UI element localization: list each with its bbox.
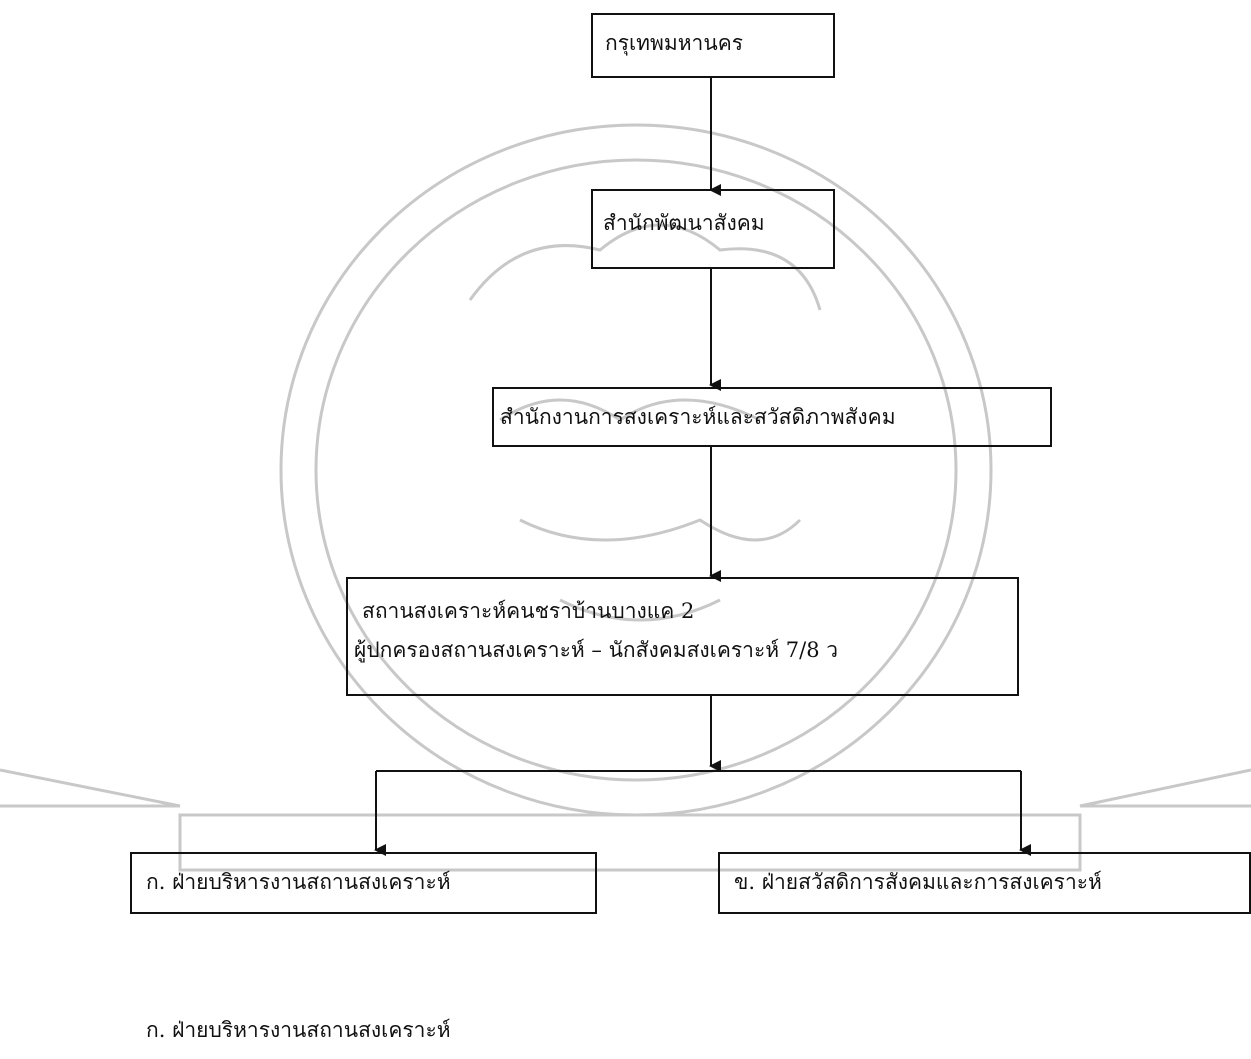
node-branch-welfare: ข. ฝ่ายสวัสดิการสังคมและการสงเคราะห์ (718, 852, 1251, 914)
node-elderly-home: สถานสงเคราะห์คนชราบ้านบางแค 2 ผู้ปกครองส… (346, 577, 1019, 696)
node-bangkok-label: กรุเทพมหานคร (605, 31, 744, 55)
node-social-development-office: สำนักพัฒนาสังคม (591, 189, 835, 269)
node-elderly-home-line1: สถานสงเคราะห์คนชราบ้านบางแค 2 (362, 599, 695, 623)
section-heading: ก. ฝ่ายบริหารงานสถานสงเคราะห์ (146, 1018, 451, 1042)
node-bangkok: กรุเทพมหานคร (591, 13, 835, 78)
node-welfare-office: สำนักงานการสงเคราะห์และสวัสดิภาพสังคม (492, 387, 1052, 447)
node-branch-welfare-label: ข. ฝ่ายสวัสดิการสังคมและการสงเคราะห์ (734, 870, 1102, 894)
node-welfare-office-label: สำนักงานการสงเคราะห์และสวัสดิภาพสังคม (500, 405, 896, 429)
node-elderly-home-line2: ผู้ปกครองสถานสงเคราะห์ – นักสังคมสงเคราะ… (354, 638, 839, 663)
node-social-development-label: สำนักพัฒนาสังคม (603, 211, 765, 235)
node-branch-administration-label: ก. ฝ่ายบริหารงานสถานสงเคราะห์ (146, 870, 451, 894)
node-branch-administration: ก. ฝ่ายบริหารงานสถานสงเคราะห์ (130, 852, 597, 914)
